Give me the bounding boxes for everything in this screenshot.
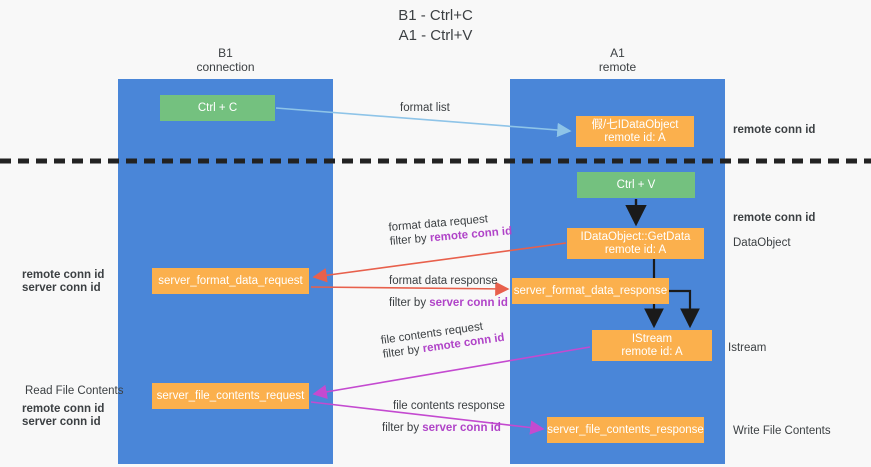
file-resp-filter-prefix: filter by	[382, 422, 423, 434]
arrow-format-data-response	[310, 281, 510, 297]
node-ctrl-v-label: Ctrl + V	[616, 178, 656, 191]
title-line-2: A1 - Ctrl+V	[398, 27, 473, 44]
node-server-file-contents-request[interactable]: server_file_contents_request	[152, 383, 309, 409]
lane-header-a1-role: remote	[598, 60, 637, 74]
node-getdata-sub: remote id: A	[604, 243, 667, 256]
node-ctrl-c[interactable]: Ctrl + C	[160, 95, 275, 121]
annotation-left-server-conn-id: server conn id	[22, 282, 101, 294]
edge-label-file-resp-line2: filter by server conn id	[382, 421, 505, 435]
annotation-left-server-conn-id-2: server conn id	[22, 416, 101, 428]
edge-label-fmt-resp-line1: format data response	[389, 275, 498, 287]
node-istream[interactable]: IStream remote id: A	[592, 330, 712, 361]
arrow-format-list	[275, 107, 572, 138]
lane-header-b1-role: connection	[196, 60, 255, 74]
file-resp-filter-key: server conn id	[422, 422, 501, 434]
arrow-response-to-istream	[669, 289, 700, 329]
node-idataobject-getdata[interactable]: IDataObject::GetData remote id: A	[567, 228, 704, 259]
edge-label-format-list: format list	[400, 101, 450, 115]
fmt-resp-filter-prefix: filter by	[389, 297, 430, 309]
fmt-req-filter-prefix: filter by	[389, 232, 431, 248]
arrow-format-data-request	[312, 242, 567, 283]
edge-label-format-data-response: format data response filter by server co…	[389, 274, 508, 310]
annotation-remote-conn-id-mid: remote conn id	[733, 212, 816, 224]
node-getdata-label: IDataObject::GetData	[580, 230, 691, 243]
phase-divider	[0, 158, 871, 164]
lane-header-b1: B1 connection	[118, 46, 333, 74]
node-ctrl-v[interactable]: Ctrl + V	[577, 172, 695, 198]
node-server-format-data-response[interactable]: server_format_data_response	[512, 278, 669, 304]
annotation-remote-conn-id-top: remote conn id	[733, 124, 816, 136]
edge-label-fmt-resp-line2: filter by server conn id	[389, 296, 508, 310]
lane-header-a1: A1 remote	[510, 46, 725, 74]
edge-label-file-contents-response: file contents response filter by server …	[382, 399, 505, 435]
node-server-file-contents-response[interactable]: server_file_contents_response	[547, 417, 704, 443]
node-idataobject-sub: remote id: A	[604, 131, 666, 144]
annotation-left-remote-conn-id: remote conn id	[22, 269, 105, 281]
node-file-response-label: server_file_contents_response	[547, 423, 704, 436]
arrow-file-contents-response	[310, 401, 545, 435]
title-line-1: B1 - Ctrl+C	[398, 7, 473, 24]
edge-label-format-list-text: format list	[400, 102, 450, 114]
lane-header-b1-name: B1	[218, 46, 233, 60]
node-idataobject-label: 假/七IDataObject	[591, 118, 679, 131]
arrow-file-contents-request	[312, 346, 591, 399]
edge-label-file-resp-line1: file contents response	[393, 400, 505, 412]
node-file-request-label: server_file_contents_request	[156, 389, 305, 402]
lane-header-a1-name: A1	[610, 46, 625, 60]
node-fmt-request-label: server_format_data_request	[158, 274, 303, 287]
page-title: B1 - Ctrl+C A1 - Ctrl+V	[0, 6, 871, 46]
node-idataobject[interactable]: 假/七IDataObject remote id: A	[576, 116, 694, 147]
node-istream-label: IStream	[631, 332, 673, 345]
node-server-format-data-request[interactable]: server_format_data_request	[152, 268, 309, 294]
node-ctrl-c-label: Ctrl + C	[197, 101, 238, 114]
node-fmt-response-label: server_format_data_response	[513, 284, 668, 297]
node-istream-sub: remote id: A	[621, 345, 683, 358]
annotation-read-file-contents: Read File Contents	[25, 385, 124, 397]
annotation-left-remote-conn-id-2: remote conn id	[22, 403, 105, 415]
annotation-write-file-contents: Write File Contents	[733, 425, 831, 437]
annotation-dataobject: DataObject	[733, 237, 791, 249]
annotation-istream: Istream	[728, 342, 767, 354]
fmt-resp-filter-key: server conn id	[429, 297, 508, 309]
